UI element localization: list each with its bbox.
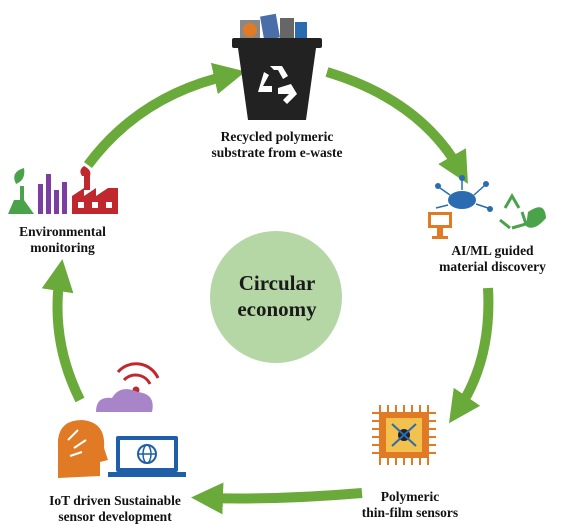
iot-icon: [58, 362, 186, 478]
ai-network-icon: [428, 175, 546, 239]
recycled-label-line1: Recycled polymeric: [220, 129, 334, 144]
arrow-ai-to-sensors: [449, 287, 494, 424]
recycle-bin-icon: [232, 13, 322, 120]
arrow-sensors-to-iot: [191, 482, 363, 515]
center-label-line2: economy: [237, 297, 317, 321]
ai-ml-label-line1: AI/ML guided: [451, 243, 534, 258]
env-label-line1: Environmental: [19, 224, 106, 239]
center-label-line1: Circular: [238, 271, 316, 295]
center-label: Circular economy: [212, 270, 342, 322]
sensors-label: Polymeric thin-film sensors: [340, 489, 480, 521]
sensors-label-line1: Polymeric: [380, 489, 440, 504]
arrow-recycled-to-ai: [325, 67, 468, 184]
iot-label-line2: sensor development: [58, 509, 172, 524]
arrow-env-to-recycled: [83, 62, 246, 168]
chip-icon: [372, 405, 436, 465]
ai-ml-label-line2: material discovery: [439, 259, 546, 274]
arrow-iot-to-env: [41, 259, 85, 403]
factory-icon: [8, 166, 118, 214]
center-circle: [210, 231, 342, 363]
sensors-label-line2: thin-film sensors: [361, 505, 459, 520]
env-label-line2: monitoring: [30, 240, 95, 255]
env-label: Environmental monitoring: [0, 224, 125, 256]
recycled-label: Recycled polymeric substrate from e-wast…: [187, 129, 367, 161]
iot-label-line1: IoT driven Sustainable: [49, 493, 181, 508]
ai-ml-label: AI/ML guided material discovery: [420, 243, 563, 275]
iot-label: IoT driven Sustainable sensor developmen…: [25, 493, 205, 525]
recycled-label-line2: substrate from e-waste: [211, 145, 343, 160]
cycle-arrows: [41, 62, 494, 515]
